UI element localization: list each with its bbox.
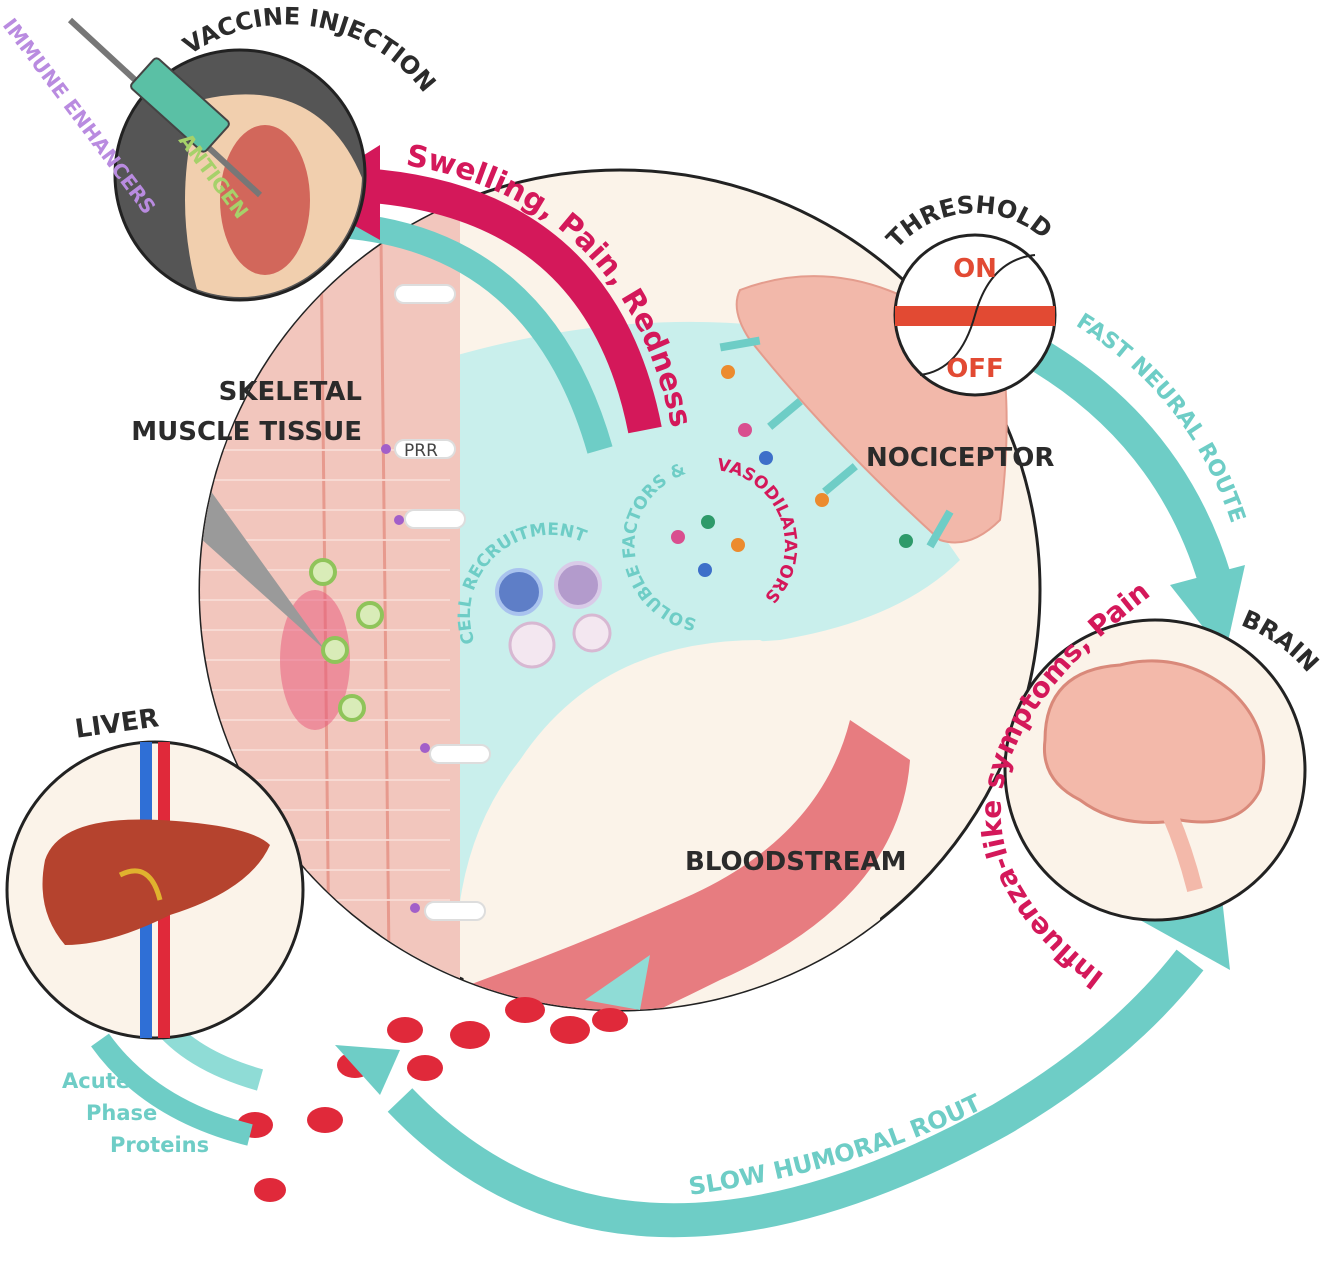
enhancer-dot: [394, 515, 404, 525]
liver-organ: [42, 819, 270, 945]
syringe: [67, 17, 263, 198]
enhancer-dot: [410, 903, 420, 913]
enhancer-dot: [381, 444, 391, 454]
bloodstream-arrow-2: [335, 1045, 400, 1095]
nociceptor-receptors: [719, 336, 954, 549]
teal-inflammation-arrow: [339, 212, 613, 454]
interstitial-fluid: [380, 321, 960, 1010]
enhancer-dot: [420, 743, 430, 753]
acute-label: Acute: [62, 1069, 130, 1093]
bloodstream-arrow: [585, 955, 650, 1010]
bloodstream-label: BLOODSTREAM: [685, 847, 906, 877]
red-blood-cells: [237, 997, 628, 1202]
nociceptor-label: NOCICEPTOR: [866, 443, 1054, 473]
prr-receptors: [394, 284, 491, 921]
needle: [200, 490, 325, 650]
prr-label: PRR: [404, 441, 438, 461]
brain-icon: [1042, 659, 1266, 824]
liver-label: LIVER: [73, 703, 161, 744]
fast-neural-route-arrow: [1021, 335, 1232, 585]
acute-phase-arrow: [91, 1033, 253, 1146]
fast-route-arrowhead: [1170, 565, 1245, 655]
phase-label: Phase: [86, 1101, 157, 1125]
deltoid-muscle: [220, 125, 310, 275]
threshold-on-label: ON: [953, 254, 997, 284]
muscle-tissue-label: MUSCLE TISSUE: [131, 417, 362, 447]
swelling-arrow: [358, 168, 662, 434]
threshold-off-label: OFF: [946, 354, 1004, 384]
slow-humoral-route-arrow: [387, 949, 1204, 1238]
skeletal-label: SKELETAL: [219, 377, 362, 407]
soluble-factor-dots: [671, 515, 745, 577]
proteins-label: Proteins: [110, 1133, 209, 1157]
brainstem: [1162, 811, 1203, 892]
threshold-curve: [919, 254, 1036, 376]
antigen-particles: [309, 558, 384, 722]
immune-cells: [495, 561, 612, 669]
